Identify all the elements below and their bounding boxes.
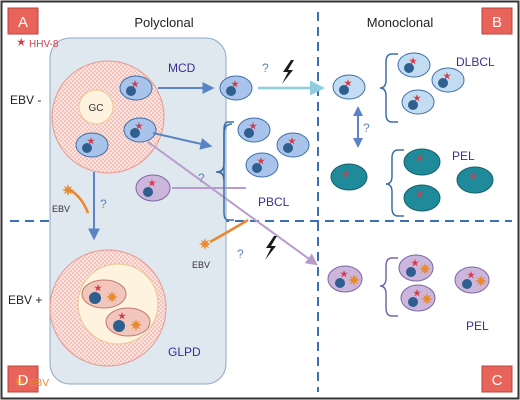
corner-box-a (7, 7, 39, 35)
legend-hhv8: HHV-8 (29, 39, 59, 50)
corner-label-c: C (492, 372, 503, 389)
dlbcl-cell-2 (431, 67, 465, 93)
question-vertical: ? (100, 197, 107, 211)
question-dlbcl-pel: ? (363, 121, 370, 135)
label-pel-bottom: PEL (466, 319, 489, 333)
corner-box-c (481, 365, 513, 393)
dlbcl-source-cell (332, 74, 366, 100)
arrow-to-pel-bottom (147, 141, 318, 266)
mcd-cell-2 (123, 117, 157, 143)
header-polyclonal: Polyclonal (134, 15, 193, 30)
label-pbcl: PBCL (258, 195, 290, 209)
label-mcd: MCD (168, 61, 196, 75)
header-monoclonal: Monoclonal (367, 15, 434, 30)
pel-cell-1 (403, 148, 441, 176)
question-lilac: ? (198, 171, 205, 185)
label-dlbcl: DLBCL (456, 55, 495, 69)
corner-label-a: A (18, 14, 28, 31)
pbcl-bracket (218, 121, 234, 221)
pbcl-cell-2 (276, 132, 310, 158)
mcd-derived-cell (219, 75, 253, 101)
dlbcl-cell-1 (397, 52, 431, 78)
pel-bottom-cell-3 (400, 284, 436, 312)
row-label-ebv-negative: EBV - (10, 93, 41, 107)
pel-source-cell (330, 163, 368, 191)
corner-box-b (481, 7, 513, 35)
legend-ebv: EBV (29, 378, 49, 389)
dlbcl-cell-3 (401, 89, 435, 115)
pbcl-cell-3 (245, 152, 279, 178)
mcd-cell-3 (75, 132, 109, 158)
question-center: ? (237, 247, 244, 261)
corner-label-b: B (492, 14, 502, 31)
pel-top-bracket (385, 149, 404, 217)
pel-bottom-cell-1 (398, 254, 434, 282)
glpd-cell-1 (81, 279, 127, 309)
glpd-cell-2 (105, 307, 151, 337)
dlbcl-bracket (379, 53, 398, 123)
pel-cell-2 (403, 184, 441, 212)
pel-cell-3 (456, 166, 494, 194)
label-glpd: GLPD (168, 345, 201, 359)
mcd-cell-1 (119, 75, 153, 101)
ebv-left-curve (69, 188, 90, 214)
label-ebv-center: EBV (192, 260, 210, 270)
germinal-center (78, 89, 114, 125)
lilac-cell-left (135, 174, 171, 202)
ebv-center-curve (209, 218, 249, 244)
pel-bottom-bracket (379, 257, 398, 317)
pel-bottom-cell-2 (454, 266, 490, 294)
pbcl-cell-1 (237, 117, 271, 143)
label-ebv-left: EBV (52, 204, 70, 214)
label-pel-top: PEL (452, 149, 475, 163)
pel-bottom-source-cell (327, 265, 363, 293)
corner-label-d: D (18, 372, 29, 389)
label-gc: GC (89, 103, 104, 114)
row-label-ebv-positive: EBV + (8, 293, 42, 307)
question-mcd: ? (262, 61, 269, 75)
arrow-to-pbcl (152, 132, 213, 150)
